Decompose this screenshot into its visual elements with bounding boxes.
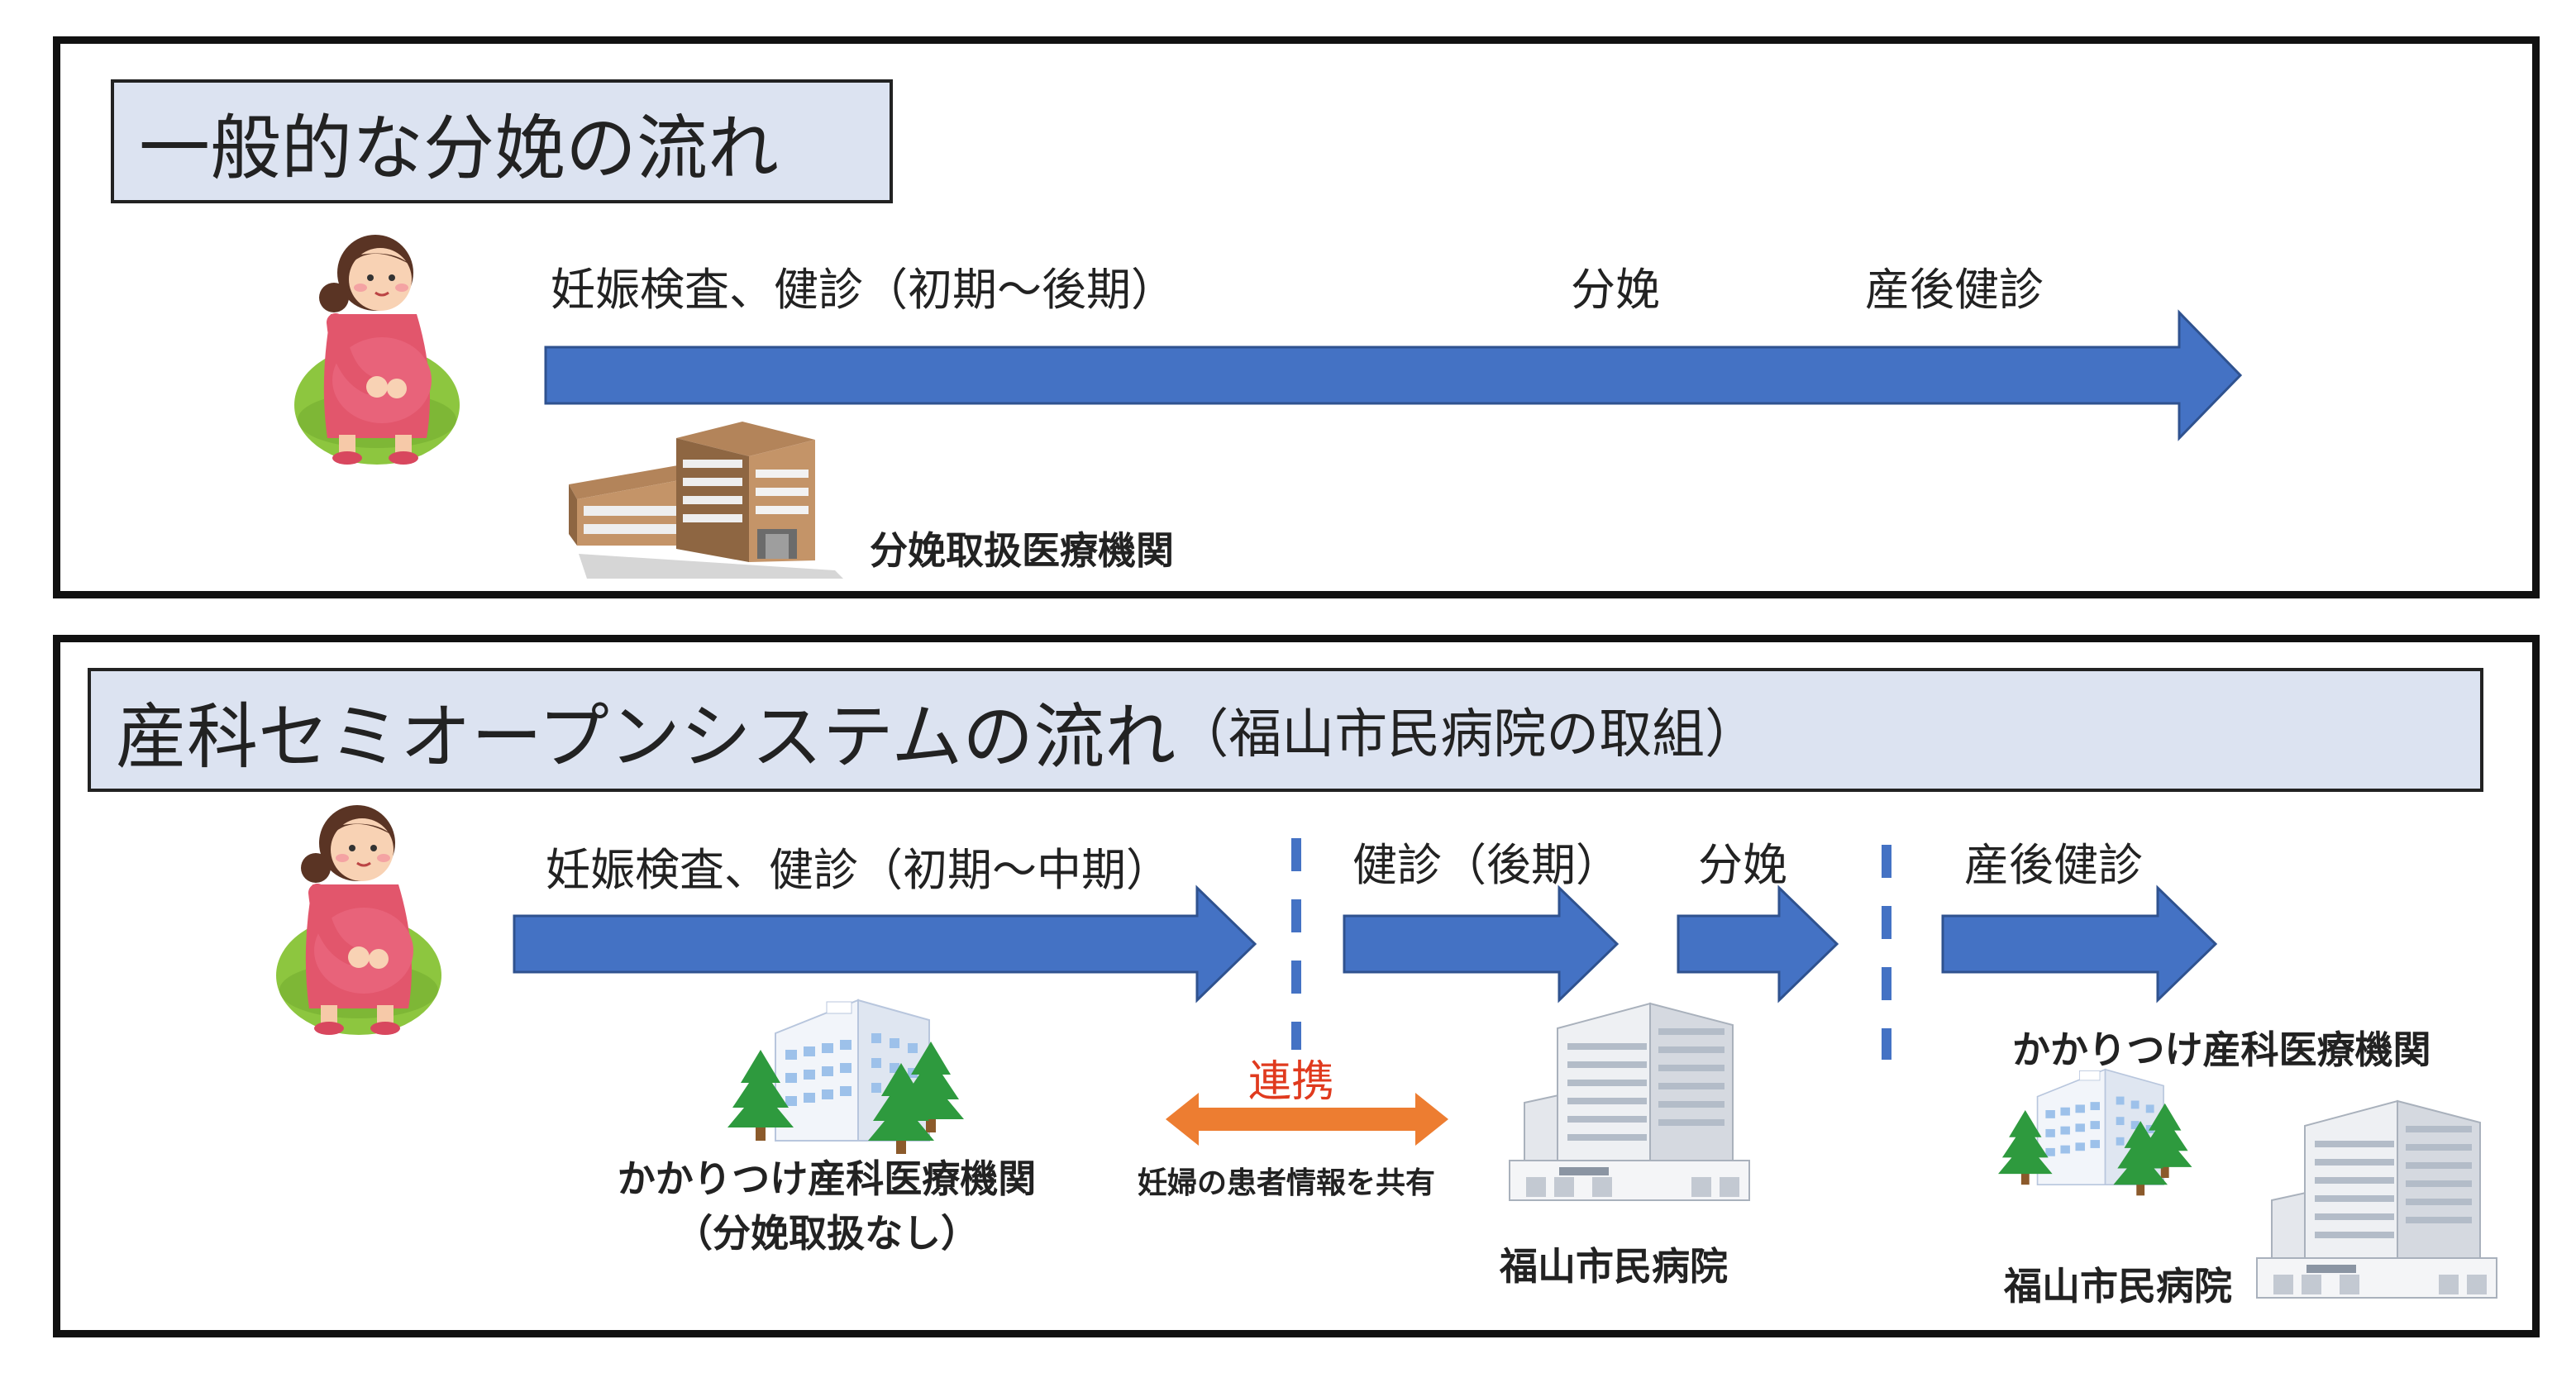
pregnant-woman-icon — [294, 235, 460, 465]
p1-main-arrow — [546, 312, 2240, 438]
clinic-with-trees-icon — [727, 1000, 964, 1154]
hospital-building-icon-2 — [2257, 1101, 2497, 1298]
p2-arrow-delivery — [1678, 888, 1837, 1000]
p2-arrow-late — [1344, 888, 1617, 1000]
hospital-building-icon — [1510, 1003, 1749, 1200]
p2-link-arrow — [1166, 1093, 1448, 1146]
p2-arrow-postnatal — [1943, 888, 2216, 1000]
p2-arrow-checkups — [514, 888, 1255, 1000]
clinic-with-trees-icon-2 — [1998, 1070, 2192, 1196]
office-building-icon — [569, 422, 843, 579]
pregnant-woman-icon-2 — [276, 805, 441, 1035]
